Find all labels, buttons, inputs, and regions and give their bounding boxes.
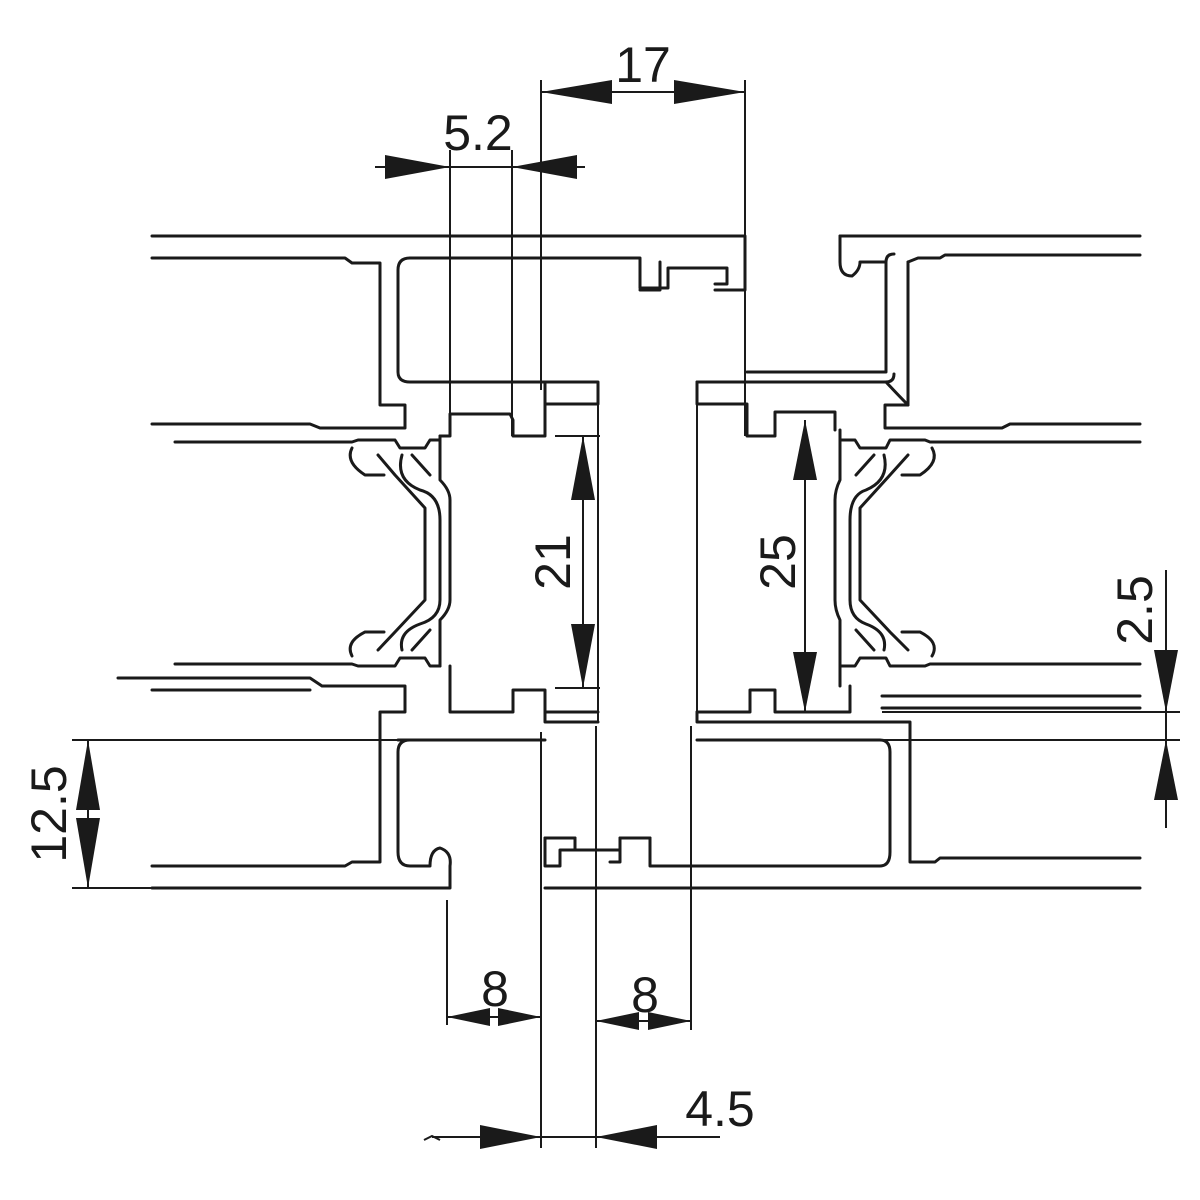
dim-label-12-5: 12.5 xyxy=(21,765,77,862)
arrow-17-right xyxy=(674,80,745,104)
dim-label-2-5: 2.5 xyxy=(1107,575,1163,645)
arrow-5-2-right xyxy=(512,155,577,179)
arrowheads xyxy=(76,80,1178,1149)
arrow-8-right-b xyxy=(648,1012,691,1030)
arrow-21-top xyxy=(571,436,595,500)
arrow-25-bottom xyxy=(793,652,817,712)
right-clamp xyxy=(833,428,1142,688)
arrow-2-5-top xyxy=(1154,650,1178,712)
dim-label-8-left: 8 xyxy=(481,961,509,1017)
dimension-labels: 17 5.2 21 25 2.5 12.5 8 8 4.5 xyxy=(21,37,1163,1137)
dim-label-5-2: 5.2 xyxy=(443,105,513,161)
bottom-right-panel xyxy=(543,684,1142,890)
left-clamp xyxy=(173,434,452,668)
arrow-5-2-left xyxy=(385,155,450,179)
arrow-8-left-b xyxy=(498,1008,541,1026)
dim-label-25: 25 xyxy=(750,534,806,590)
arrow-4-5-right xyxy=(596,1125,657,1149)
profile-outlines xyxy=(116,234,1142,890)
dimension-lines xyxy=(72,80,1180,1148)
dim-label-8-right: 8 xyxy=(631,967,659,1023)
arrow-17-left xyxy=(541,80,612,104)
top-left-panel xyxy=(150,234,747,438)
arrow-21-bottom xyxy=(571,624,595,688)
dim-label-21: 21 xyxy=(525,534,581,590)
arrow-12-5-bottom xyxy=(76,818,100,888)
bottom-left-panel xyxy=(116,664,600,890)
dim-label-4-5: 4.5 xyxy=(685,1081,755,1137)
arrow-4-5-left xyxy=(480,1125,541,1149)
arrow-2-5-bottom xyxy=(1154,740,1178,800)
arrow-8-right-a xyxy=(596,1012,639,1030)
dim-label-17: 17 xyxy=(615,37,671,93)
arrow-25-top xyxy=(793,420,817,480)
top-right-panel xyxy=(695,234,1142,438)
arrow-12-5-top xyxy=(76,740,100,810)
arrow-8-left-a xyxy=(447,1008,490,1026)
